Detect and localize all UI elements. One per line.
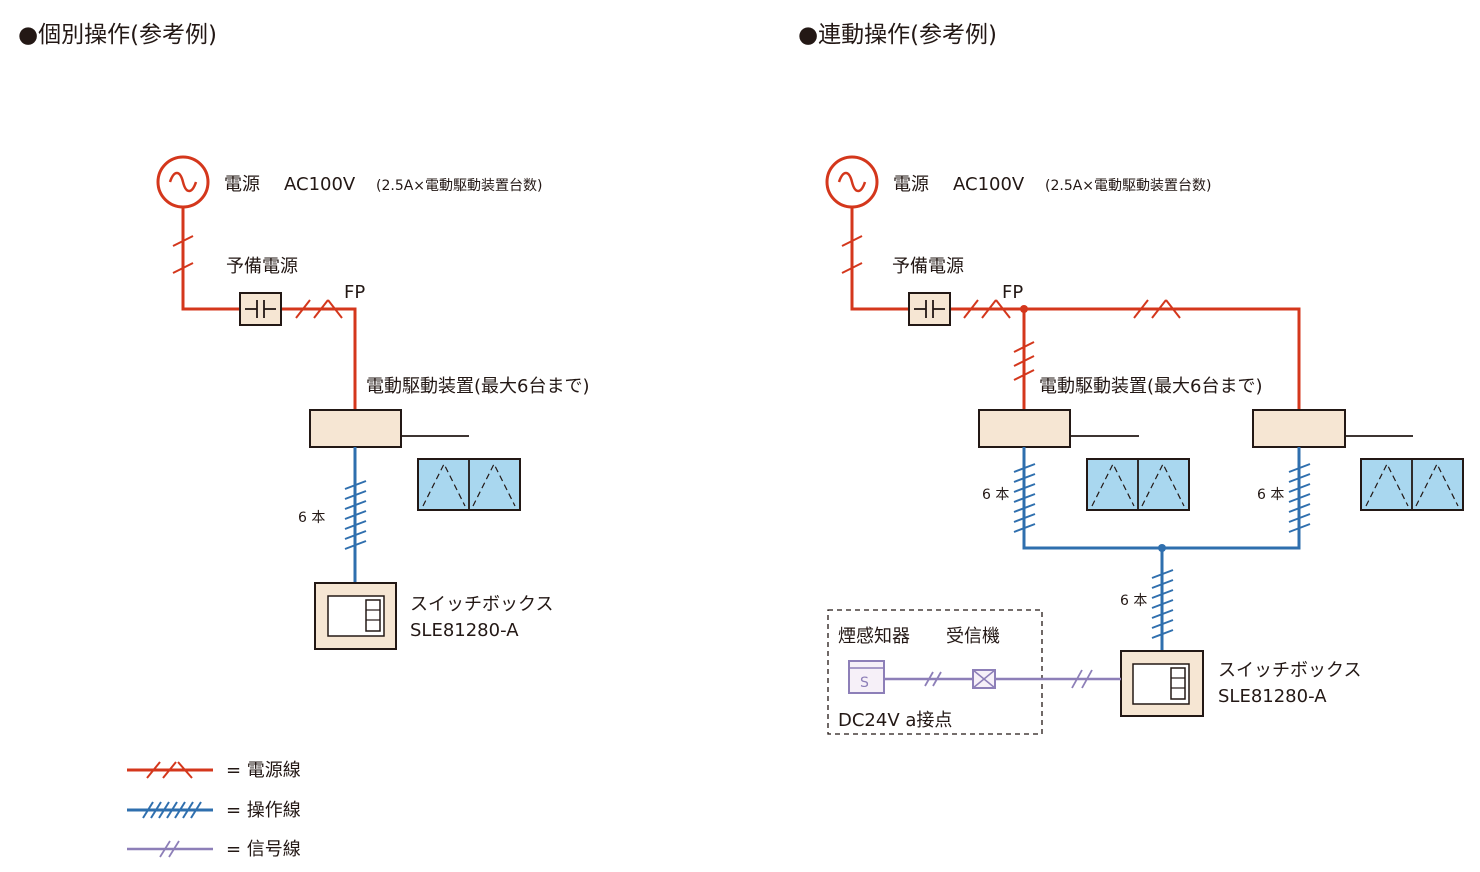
left-drive-unit bbox=[309, 409, 402, 448]
smoke-detector-symbol: S bbox=[860, 675, 869, 691]
left-power-label: 電源 bbox=[224, 174, 260, 195]
right-wire-count-right: 6 本 bbox=[1257, 487, 1284, 503]
legend-signal-line bbox=[127, 840, 213, 858]
legend-signal-label: = 信号線 bbox=[226, 839, 301, 860]
left-title: ●個別操作(参考例) bbox=[18, 22, 217, 48]
right-operation-line bbox=[1013, 447, 1311, 651]
right-switch-model: SLE81280-A bbox=[1218, 686, 1327, 707]
right-drive-unit-b bbox=[1252, 409, 1346, 448]
left-ac-source-icon bbox=[156, 155, 210, 209]
right-power-line bbox=[841, 207, 1301, 410]
left-backup-label: 予備電源 bbox=[226, 256, 298, 277]
right-wire-count-center: 6 本 bbox=[1120, 593, 1147, 609]
left-backup-power-box bbox=[239, 292, 282, 326]
smoke-detector-label: 煙感知器 bbox=[838, 626, 910, 647]
legend-operation-label: = 操作線 bbox=[226, 800, 301, 821]
right-backup-power-box bbox=[908, 292, 951, 326]
legend: = 電源線 = 操作線 = 信号線 bbox=[127, 760, 301, 860]
right-power-label: 電源 bbox=[893, 174, 929, 195]
left-switch-name: スイッチボックス bbox=[410, 594, 553, 615]
right-fp-label: FP bbox=[1002, 282, 1023, 303]
left-operation-line bbox=[344, 447, 367, 583]
dc-contact-label: DC24V a接点 bbox=[838, 710, 952, 731]
right-power-note: (2.5A×電動駆動装置台数) bbox=[1045, 178, 1212, 194]
right-backup-label: 予備電源 bbox=[892, 256, 964, 277]
left-power-line bbox=[172, 207, 357, 410]
left-drive-label: 電動駆動装置(最大6台まで) bbox=[366, 376, 590, 397]
right-window-b-icon bbox=[1360, 458, 1464, 511]
signal-line bbox=[884, 669, 1121, 689]
legend-power-line bbox=[127, 761, 213, 779]
right-window-a-icon bbox=[1086, 458, 1190, 511]
smoke-detector-icon: S bbox=[848, 660, 885, 694]
receiver-icon bbox=[972, 669, 996, 689]
right-title: ●連動操作(参考例) bbox=[798, 22, 997, 48]
left-power-value: AC100V bbox=[284, 174, 356, 195]
left-fp-label: FP bbox=[344, 282, 365, 303]
right-drive-label: 電動駆動装置(最大6台まで) bbox=[1039, 376, 1263, 397]
right-ac-source-icon bbox=[825, 155, 879, 209]
left-window-icon bbox=[417, 458, 521, 511]
legend-operation-line bbox=[127, 801, 213, 819]
left-power-note: (2.5A×電動駆動装置台数) bbox=[376, 178, 543, 194]
left-switch-model: SLE81280-A bbox=[410, 620, 519, 641]
right-wire-count-left: 6 本 bbox=[982, 487, 1009, 503]
right-power-value: AC100V bbox=[953, 174, 1025, 195]
left-switch-box bbox=[314, 582, 397, 650]
right-switch-box bbox=[1120, 650, 1204, 717]
detector-enclosure bbox=[827, 609, 1043, 735]
receiver-label: 受信機 bbox=[946, 626, 1000, 647]
right-switch-name: スイッチボックス bbox=[1218, 660, 1361, 681]
right-drive-unit-a bbox=[978, 409, 1071, 448]
legend-power-label: = 電源線 bbox=[226, 760, 301, 781]
left-wire-count: 6 本 bbox=[298, 510, 325, 526]
